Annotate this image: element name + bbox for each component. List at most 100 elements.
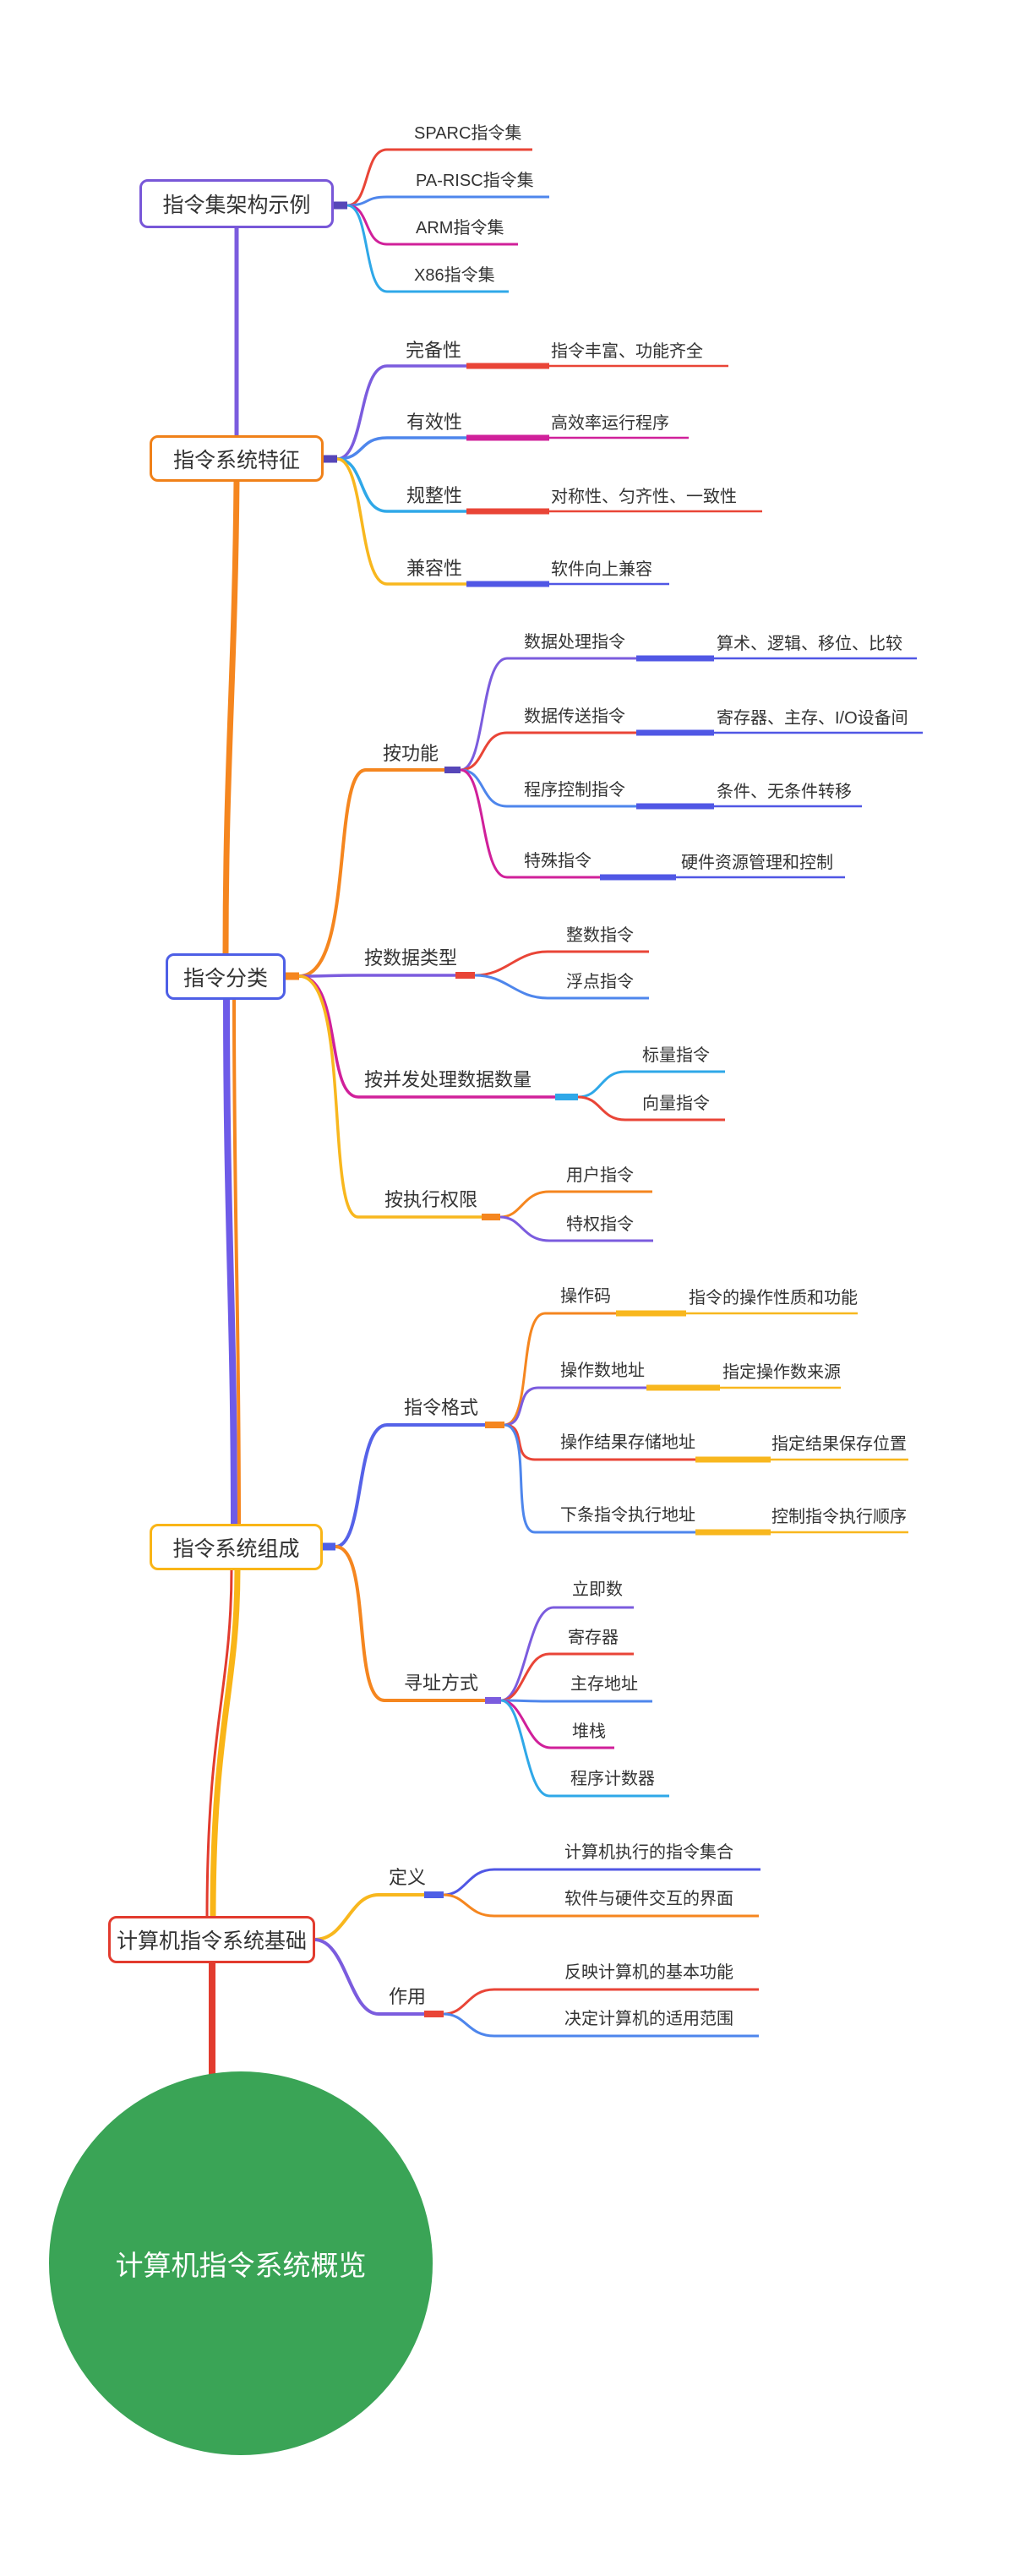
node-result-addr[interactable]: 操作结果存储地址 [560,1433,695,1452]
edge-addressing-mode [335,1545,485,1702]
edge-privileged-instr [499,1215,653,1242]
node-program-counter[interactable]: 程序计数器 [570,1770,655,1788]
node-pa-risc[interactable]: PA-RISC指令集 [416,172,534,190]
edge-pa-risc [346,195,549,207]
topic-label: 指令集架构示例 [162,194,311,217]
node-definition-detail-2[interactable]: 软件与硬件交互的界面 [564,1890,733,1908]
node-program-control[interactable]: 程序控制指令 [524,781,625,800]
topic-box-characteristics[interactable]: 指令系统特征 [150,435,324,482]
trunk-segment-2 [222,478,240,956]
node-completeness-detail[interactable]: 指令丰富、功能齐全 [551,342,703,361]
node-effectiveness-detail[interactable]: 高效率运行程序 [551,414,669,433]
edge-opcode [504,1312,616,1427]
topic-label: 指令系统组成 [172,1536,300,1561]
node-stack[interactable]: 堆栈 [572,1722,606,1741]
edge-data-transfer [460,731,636,772]
node-opcode[interactable]: 操作码 [560,1287,611,1306]
edge-register [500,1652,634,1702]
edge-definition [313,1893,424,1941]
node-data-processing-detail[interactable]: 算术、逻辑、移位、比较 [717,635,902,653]
node-compatibility[interactable]: 兼容性 [406,558,463,579]
edge-next-instr-addr [504,1423,695,1534]
edge-x86 [346,204,509,293]
node-next-instr-addr-detail[interactable]: 控制指令执行顺序 [771,1508,907,1526]
edge-float [474,974,649,1000]
node-compatibility-detail[interactable]: 软件向上兼容 [551,560,652,579]
node-definition-detail-1[interactable]: 计算机执行的指令集合 [564,1843,733,1862]
node-regularity[interactable]: 规整性 [406,485,463,506]
node-by-data-type[interactable]: 按数据类型 [364,947,458,969]
node-instr-format[interactable]: 指令格式 [404,1397,479,1418]
node-privileged-instr[interactable]: 特权指令 [566,1215,634,1234]
node-arm[interactable]: ARM指令集 [416,219,504,237]
node-role[interactable]: 作用 [389,1986,427,2007]
node-by-privilege[interactable]: 按执行权限 [384,1189,478,1210]
edge-program-counter [500,1699,669,1798]
edge-by-privilege [298,974,482,1219]
edge-vector [577,1095,725,1122]
edge-data-processing [460,657,636,772]
edge-special [460,768,600,879]
node-by-concurrency[interactable]: 按并发处理数据数量 [364,1069,532,1090]
root-label: 计算机指令系统概览 [115,2250,367,2281]
edge-role-leaf-2 [443,2012,759,2038]
node-data-transfer[interactable]: 数据传送指令 [524,707,625,726]
node-register[interactable]: 寄存器 [568,1629,619,1647]
node-program-control-detail[interactable]: 条件、无条件转移 [717,783,852,801]
node-opcode-detail[interactable]: 指令的操作性质和功能 [689,1289,858,1307]
edge-memory-addr [500,1699,652,1703]
node-special-instr-detail[interactable]: 硬件资源管理和控制 [681,854,833,872]
node-immediate[interactable]: 立即数 [572,1580,623,1599]
edge-by-function [298,768,444,978]
topic-label: 指令分类 [183,966,268,991]
topic-box-isa-examples[interactable]: 指令集架构示例 [139,179,334,228]
topic-box-basics[interactable]: 计算机指令系统基础 [108,1916,315,1963]
node-special-instr[interactable]: 特殊指令 [524,852,592,870]
node-operand-addr[interactable]: 操作数地址 [560,1362,645,1380]
edge-effectiveness [336,436,466,461]
edge-immediate [500,1606,634,1702]
node-data-transfer-detail[interactable]: 寄存器、主存、I/O设备间 [717,709,908,728]
node-operand-addr-detail[interactable]: 指定操作数来源 [722,1363,841,1382]
node-by-function[interactable]: 按功能 [383,743,439,764]
edge-compatibility [336,457,466,586]
node-regularity-detail[interactable]: 对称性、匀齐性、一致性 [551,488,737,506]
edge-role-leaf-1 [443,1988,759,2016]
node-role-detail-1[interactable]: 反映计算机的基本功能 [564,1963,733,1982]
edge-operand-addr [504,1386,646,1427]
edge-role [313,1938,424,2016]
node-completeness[interactable]: 完备性 [406,340,462,361]
edge-sparc [346,148,532,207]
topic-label: 指令系统特征 [172,448,300,472]
node-scalar-instr[interactable]: 标量指令 [642,1046,710,1065]
node-float-instr[interactable]: 浮点指令 [566,973,634,991]
edge-program-control [460,768,636,808]
node-role-detail-2[interactable]: 决定计算机的适用范围 [564,2010,733,2028]
edge-instr-format [335,1423,485,1548]
topic-label: 计算机指令系统基础 [116,1929,307,1953]
node-definition[interactable]: 定义 [389,1867,427,1888]
trunk-segment-3-orange [232,996,241,1527]
edge-by-data-type [298,974,455,978]
edge-scalar [577,1070,725,1099]
node-integer-instr[interactable]: 整数指令 [566,926,634,945]
node-data-processing[interactable]: 数据处理指令 [524,633,625,652]
edge-integer [474,950,649,977]
root-node[interactable]: 计算机指令系统概览 [49,2071,433,2455]
trunk-segment-3-purple [223,996,237,1527]
node-result-addr-detail[interactable]: 指定结果保存位置 [771,1435,907,1454]
node-addressing-mode[interactable]: 寻址方式 [404,1673,479,1694]
node-next-instr-addr[interactable]: 下条指令执行地址 [560,1506,695,1525]
node-x86[interactable]: X86指令集 [414,266,495,285]
node-sparc[interactable]: SPARC指令集 [414,124,522,143]
edge-def-leaf-2 [443,1893,759,1918]
node-vector-instr[interactable]: 向量指令 [642,1094,710,1113]
trunk-segment-4-red [205,1568,233,1919]
node-user-instr[interactable]: 用户指令 [566,1166,634,1185]
topic-box-composition[interactable]: 指令系统组成 [150,1524,323,1570]
edge-user-instr [499,1190,652,1219]
topic-box-classification[interactable]: 指令分类 [166,953,286,1000]
node-effectiveness[interactable]: 有效性 [406,412,463,433]
node-memory-addr[interactable]: 主存地址 [570,1675,638,1694]
